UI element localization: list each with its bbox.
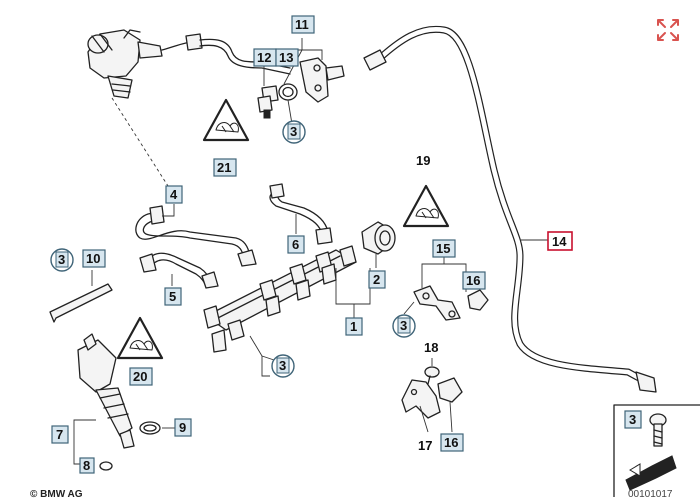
callout-21[interactable]: 21 (213, 158, 237, 177)
callout-19[interactable]: 19 (416, 153, 430, 168)
diagram-id: 00101017 (628, 489, 673, 500)
callout-6[interactable]: 6 (287, 235, 305, 254)
callout-16a[interactable]: 16 (462, 271, 486, 290)
pump-feed-pipe[interactable] (161, 33, 291, 75)
seal-ring-8[interactable] (99, 461, 113, 471)
fitting-arrow-icon (625, 455, 677, 491)
callout-9[interactable]: 9 (174, 418, 192, 437)
seal-ring-9[interactable] (139, 421, 161, 435)
clip-16a[interactable] (467, 289, 489, 311)
svg-text:3: 3 (279, 358, 286, 373)
svg-text:15: 15 (436, 241, 450, 256)
high-pressure-line-4[interactable] (135, 205, 257, 267)
callout-13[interactable]: 13 (275, 48, 299, 67)
bolt-inset-panel (613, 404, 700, 497)
bolt-18[interactable] (424, 366, 440, 385)
bracket-17[interactable] (401, 379, 441, 419)
warning-triangle-21 (202, 98, 250, 142)
svg-text:14: 14 (552, 234, 567, 249)
svg-text:19: 19 (416, 153, 430, 168)
svg-text:3: 3 (629, 412, 636, 427)
callout-17[interactable]: 17 (418, 438, 432, 453)
svg-text:3: 3 (400, 318, 407, 333)
svg-text:16: 16 (466, 273, 480, 288)
svg-text:2: 2 (373, 272, 380, 287)
warning-triangle-20 (116, 316, 164, 360)
warning-triangle-19 (402, 184, 450, 228)
pressure-sensor[interactable] (257, 85, 279, 119)
svg-text:21: 21 (217, 160, 231, 175)
callout-3a[interactable]: 3 (282, 120, 306, 144)
svg-text:8: 8 (83, 458, 90, 473)
callout-8[interactable]: 8 (79, 457, 95, 474)
svg-text:7: 7 (56, 427, 63, 442)
copyright-text: © BMW AG (30, 489, 83, 500)
callout-10[interactable]: 10 (82, 249, 106, 268)
expand-arrows-icon[interactable] (654, 16, 682, 44)
callout-5[interactable]: 5 (164, 287, 182, 306)
callout-1[interactable]: 1 (345, 317, 363, 336)
svg-text:16: 16 (444, 435, 458, 450)
callout-15[interactable]: 15 (432, 239, 456, 258)
svg-text:6: 6 (292, 237, 299, 252)
svg-text:9: 9 (179, 420, 186, 435)
svg-text:17: 17 (418, 438, 432, 453)
svg-text:11: 11 (295, 17, 309, 32)
callout-12[interactable]: 12 (253, 48, 277, 67)
svg-text:1: 1 (350, 319, 357, 334)
high-pressure-line-6[interactable] (269, 183, 333, 245)
svg-text:4: 4 (170, 187, 178, 202)
bracket-15[interactable] (413, 285, 461, 321)
svg-text:3: 3 (290, 124, 297, 139)
clip-16b[interactable] (437, 377, 463, 403)
callout-3b[interactable]: 3 (50, 248, 74, 272)
callout-18[interactable]: 18 (424, 340, 438, 355)
fuel-hose-14[interactable] (363, 25, 657, 393)
callout-3e[interactable]: 3 (624, 410, 642, 429)
fuel-injector[interactable] (77, 333, 135, 449)
fuel-rail[interactable] (203, 245, 357, 353)
callout-3d[interactable]: 3 (392, 314, 416, 338)
svg-text:3: 3 (58, 252, 65, 267)
svg-text:10: 10 (86, 251, 100, 266)
insulation-strip-10[interactable] (49, 283, 113, 323)
callout-7[interactable]: 7 (51, 425, 69, 444)
callout-14[interactable]: 14 (547, 231, 573, 251)
callout-11[interactable]: 11 (291, 15, 315, 34)
callout-4[interactable]: 4 (165, 185, 183, 204)
svg-text:18: 18 (424, 340, 438, 355)
svg-text:5: 5 (169, 289, 176, 304)
high-pressure-line-5[interactable] (139, 252, 219, 289)
svg-text:12: 12 (257, 50, 271, 65)
high-pressure-pump[interactable] (87, 29, 163, 99)
callout-2[interactable]: 2 (368, 270, 386, 289)
plug-2[interactable] (361, 221, 396, 255)
callout-3c[interactable]: 3 (271, 354, 295, 378)
pressure-sensor-fitting[interactable] (299, 57, 345, 103)
svg-text:20: 20 (133, 369, 147, 384)
callout-16b[interactable]: 16 (440, 433, 464, 452)
bolt-3[interactable] (649, 413, 667, 447)
callout-20[interactable]: 20 (129, 367, 153, 386)
svg-text:13: 13 (279, 50, 293, 65)
seal-ring[interactable] (278, 83, 298, 101)
